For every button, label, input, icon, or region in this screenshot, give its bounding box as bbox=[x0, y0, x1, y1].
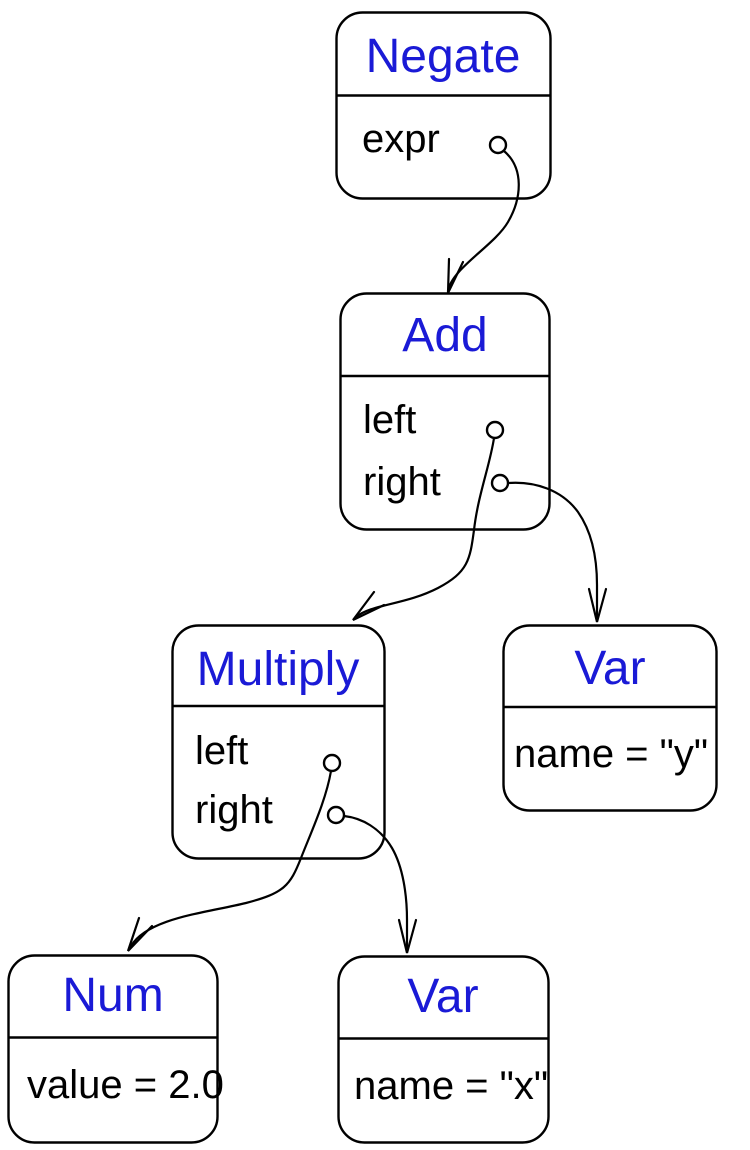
node-var-x-field-name: name = "x" bbox=[354, 1064, 548, 1108]
arrowhead-add-right-to-var-y bbox=[587, 587, 608, 623]
node-add: Add left right bbox=[339, 292, 551, 531]
edge-add-right-to-var-y bbox=[506, 481, 599, 622]
node-multiply: Multiply left right bbox=[171, 624, 386, 860]
node-num-box bbox=[7, 954, 219, 1144]
edge-multiply-right-to-var-x bbox=[342, 814, 409, 953]
arrowhead-multiply-left-to-num bbox=[126, 916, 154, 952]
node-add-field-left: left bbox=[363, 398, 416, 442]
node-num: Num value = 2.0 bbox=[7, 954, 224, 1144]
node-multiply-box bbox=[171, 624, 386, 860]
node-var-y-box bbox=[502, 624, 718, 812]
port-multiply-right bbox=[326, 805, 346, 825]
node-var-x: Var name = "x" bbox=[337, 955, 550, 1144]
node-var-y: Var name = "y" bbox=[502, 624, 718, 812]
node-add-box bbox=[339, 292, 551, 531]
arrowhead-add-left-to-multiply bbox=[352, 590, 386, 621]
node-num-title: Num bbox=[62, 969, 163, 1022]
port-add-right bbox=[490, 473, 510, 493]
node-multiply-field-right: right bbox=[195, 788, 273, 832]
node-var-y-title: Var bbox=[574, 642, 645, 695]
node-var-x-box bbox=[337, 955, 550, 1144]
port-multiply-left bbox=[322, 753, 342, 773]
edge-add-left-to-multiply bbox=[354, 436, 496, 619]
node-negate: Negate expr bbox=[335, 11, 552, 200]
node-multiply-title: Multiply bbox=[197, 643, 360, 696]
port-negate-expr bbox=[488, 135, 508, 155]
node-num-field-value: value = 2.0 bbox=[27, 1063, 224, 1107]
node-var-x-title: Var bbox=[407, 970, 478, 1023]
node-negate-field-expr: expr bbox=[362, 117, 440, 161]
arrowhead-negate-expr-to-add bbox=[446, 257, 465, 294]
edges bbox=[126, 149, 608, 954]
port-add-left bbox=[485, 420, 505, 440]
node-negate-title: Negate bbox=[366, 30, 521, 83]
node-var-y-field-name: name = "y" bbox=[514, 732, 708, 776]
node-add-title: Add bbox=[402, 309, 487, 362]
node-add-field-right: right bbox=[363, 460, 441, 504]
node-multiply-field-left: left bbox=[195, 729, 248, 773]
edge-multiply-left-to-num bbox=[129, 769, 333, 948]
arrowhead-multiply-right-to-var-x bbox=[397, 918, 418, 954]
